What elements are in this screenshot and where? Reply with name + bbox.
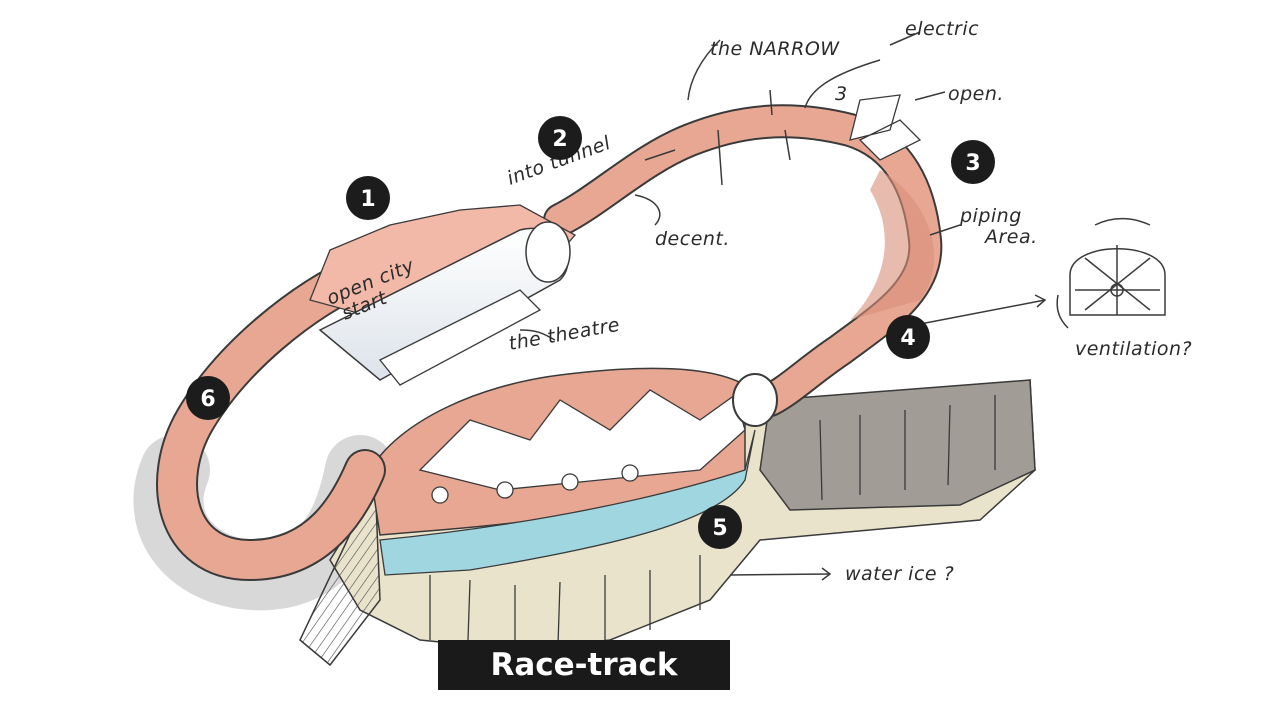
- svg-text:6: 6: [200, 387, 215, 412]
- svg-text:4: 4: [900, 326, 915, 351]
- open-gate: [849, 94, 922, 161]
- marker-2: 2: [538, 116, 582, 160]
- marker-6: 6: [186, 376, 230, 420]
- annotation-narrow: the NARROW: [710, 38, 840, 60]
- ventilation-sketch: [1056, 217, 1166, 329]
- tunnel-mouth: [525, 221, 571, 283]
- marker-1: 1: [346, 176, 390, 220]
- svg-text:5: 5: [712, 516, 727, 541]
- piping-area: [850, 170, 935, 320]
- arrows: [519, 31, 1047, 581]
- annotation-water-ice: water ice ?: [845, 563, 954, 585]
- cliff-strokes: [429, 395, 996, 646]
- annotation-ventilation: ventilation?: [1075, 338, 1192, 360]
- track-loop-left: [158, 251, 389, 580]
- svg-text:1: 1: [360, 187, 375, 212]
- arena-pillars: [431, 464, 639, 504]
- ice-rink: [379, 429, 756, 576]
- annotation-open: open.: [948, 83, 1004, 105]
- annotation-electric: electric: [905, 18, 979, 40]
- annotation-piping-1: piping: [959, 205, 1022, 227]
- svg-text:2: 2: [552, 127, 567, 152]
- marker-4: 4: [886, 315, 930, 359]
- annotation-piping-2: Area.: [983, 226, 1038, 248]
- annotations: the NARROW electric 3 open. into tunnel …: [324, 18, 1192, 585]
- tunnel-base: [378, 289, 542, 386]
- cliff-rock-right: [759, 379, 1036, 511]
- narrow-gates: [644, 89, 791, 186]
- annotation-three: 3: [835, 83, 848, 105]
- marker-5: 5: [698, 505, 742, 549]
- tube-exit: [732, 373, 778, 427]
- annotation-theater: the theatre: [507, 314, 622, 355]
- cliff-rock-left: [299, 479, 381, 667]
- title-banner: Race-track: [438, 640, 730, 690]
- marker-3: 3: [951, 140, 995, 184]
- svg-text:3: 3: [965, 151, 980, 176]
- annotation-decent: decent.: [655, 228, 730, 250]
- arena-roof: [418, 389, 746, 491]
- track-upper: [545, 106, 941, 415]
- track-upper-outline: [543, 104, 943, 417]
